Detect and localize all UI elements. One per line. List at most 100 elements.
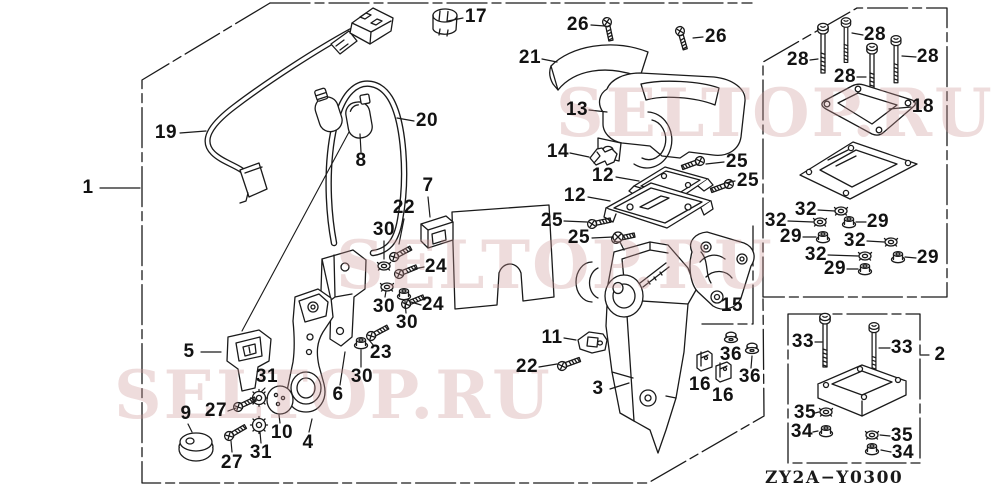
part-label-26: 26 <box>566 14 590 35</box>
part-label-21: 21 <box>518 47 542 68</box>
leader-line-23 <box>368 339 375 347</box>
leader-line-18 <box>888 106 912 110</box>
leader-line-10 <box>278 414 281 424</box>
part-label-25: 25 <box>540 210 564 231</box>
leader-line-25 <box>705 161 725 165</box>
leader-line-9 <box>187 423 193 433</box>
part-label-23: 23 <box>369 342 393 363</box>
leader-line-28 <box>901 55 917 58</box>
shim-plate <box>451 204 555 310</box>
part-label-22: 22 <box>515 356 539 377</box>
leader-line-14 <box>569 152 590 158</box>
part-label-28: 28 <box>863 24 887 45</box>
remote-cable-19 <box>204 7 394 204</box>
bracket-15 <box>689 231 755 310</box>
part-label-13: 13 <box>565 99 589 120</box>
mount-plate <box>799 141 918 200</box>
part-label-31: 31 <box>249 442 273 463</box>
clip-14 <box>589 147 618 166</box>
part-label-22: 22 <box>392 197 416 218</box>
part-label-12: 12 <box>563 185 587 206</box>
part-label-17: 17 <box>464 6 488 27</box>
leader-line-35 <box>814 411 820 414</box>
part-label-25: 25 <box>736 170 760 191</box>
part-label-19: 19 <box>154 122 178 143</box>
part-label-29: 29 <box>823 258 847 279</box>
knob-9 <box>178 432 214 462</box>
part-label-28: 28 <box>833 66 857 87</box>
leader-line-34 <box>880 449 892 453</box>
part-label-36: 36 <box>738 366 762 387</box>
plate-21 <box>549 44 649 91</box>
part-label-18: 18 <box>911 96 935 117</box>
part-label-35: 35 <box>890 425 914 446</box>
part-label-30: 30 <box>372 219 396 240</box>
part-label-29: 29 <box>779 226 803 247</box>
leader-line-25 <box>725 180 736 184</box>
part-label-33: 33 <box>791 331 815 352</box>
part-label-9: 9 <box>180 403 192 424</box>
part-label-10: 10 <box>270 422 294 443</box>
part-label-30: 30 <box>395 312 419 333</box>
grommet-17 <box>432 8 458 37</box>
part-label-31: 31 <box>255 366 279 387</box>
part-label-24: 24 <box>421 294 445 315</box>
part-label-12: 12 <box>591 165 615 186</box>
leader-line-24 <box>410 301 422 306</box>
leader-line-32 <box>787 220 814 223</box>
install-line <box>241 131 350 332</box>
leader-line-19 <box>179 130 207 134</box>
part-label-34: 34 <box>891 442 915 463</box>
part-label-25: 25 <box>725 151 749 172</box>
leader-line-27 <box>227 407 237 412</box>
leader-line-26 <box>590 24 606 27</box>
gasket-18 <box>821 83 916 136</box>
harness-loop-20 <box>241 80 408 332</box>
switch-8b <box>345 93 373 139</box>
spacer-block <box>817 364 907 417</box>
part-label-27: 27 <box>220 452 244 473</box>
part-label-28: 28 <box>786 49 810 70</box>
leader-line-8 <box>359 133 362 153</box>
part-label-14: 14 <box>546 141 570 162</box>
leader-line-26 <box>692 36 704 39</box>
part-label-32: 32 <box>804 244 828 265</box>
leader-line-28 <box>809 58 819 61</box>
leader-line-3 <box>609 382 630 390</box>
part-label-30: 30 <box>350 366 374 387</box>
part-label-32: 32 <box>794 199 818 220</box>
leader-line-35 <box>879 434 891 437</box>
shaft-assembly <box>575 231 670 318</box>
leader-line-22 <box>538 363 558 368</box>
part-label-5: 5 <box>183 341 195 362</box>
leader-line-30 <box>404 300 407 314</box>
part-label-27: 27 <box>204 400 228 421</box>
leader-line-22 <box>398 218 405 245</box>
leader-line-29 <box>904 256 917 259</box>
leader-line-12 <box>615 176 640 182</box>
part-label-36: 36 <box>719 344 743 365</box>
diagram-code: ZY2A−Y0300 <box>765 468 904 488</box>
part-label-8: 8 <box>355 150 367 171</box>
part-label-25: 25 <box>567 227 591 248</box>
leader-line-25 <box>563 220 588 223</box>
leader-line-6 <box>339 351 346 386</box>
leader-line-21 <box>541 58 558 63</box>
leader-line-32 <box>827 254 859 257</box>
grip-5 <box>226 329 272 392</box>
leader-lines <box>99 17 930 453</box>
leader-line-20 <box>396 117 415 122</box>
part-label-11: 11 <box>541 327 563 348</box>
part-label-30: 30 <box>372 296 396 317</box>
part-label-6: 6 <box>332 384 344 405</box>
switch-8a <box>314 87 343 133</box>
leader-line-27 <box>230 440 233 453</box>
part-label-32: 32 <box>764 210 788 231</box>
part-label-33: 33 <box>890 337 914 358</box>
part-label-16: 16 <box>688 374 712 395</box>
part-label-32: 32 <box>843 230 867 251</box>
part-label-2: 2 <box>934 344 946 365</box>
leader-line-24 <box>413 266 425 270</box>
part-label-4: 4 <box>302 432 314 453</box>
